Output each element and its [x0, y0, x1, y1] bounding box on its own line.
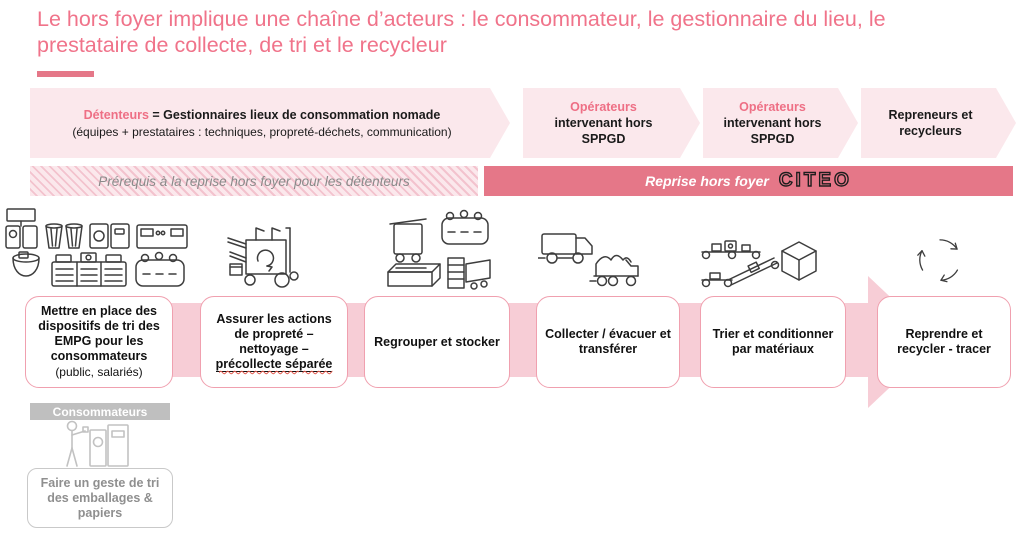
sorting-conveyor-icon	[698, 234, 818, 292]
step-box-proprete-precollecte: Assurer les actions de propreté – nettoy…	[200, 296, 348, 388]
collection-trucks-icon	[538, 222, 644, 292]
title-accent-rule	[37, 71, 94, 77]
consumer-sorting-icon	[56, 418, 132, 470]
banner-detenteurs: Détenteurs = Gestionnaires lieux de cons…	[30, 88, 510, 158]
banner-operateurs-1-highlight: Opérateurs	[570, 100, 637, 114]
page-title: Le hors foyer implique une chaîne d’acte…	[37, 7, 886, 57]
step-box-trier-conditionner: Trier et conditionner par matériaux	[700, 296, 846, 388]
step-1-sublabel: (public, salariés)	[55, 365, 143, 379]
step-4-label: Collecter / évacuer et transférer	[545, 327, 671, 356]
step-6-label: Reprendre et recycler - tracer	[897, 327, 991, 356]
banner-repreneurs: Repreneurs et recycleurs	[861, 88, 1016, 158]
step-2-text: Assurer les actions de propreté – nettoy…	[216, 312, 332, 356]
banner-operateurs-1: Opérateurs intervenant hors SPPGD	[523, 88, 700, 158]
prerequis-phase-bar: Prérequis à la reprise hors foyer pour l…	[30, 166, 478, 196]
step-1-label: Mettre en place des dispositifs de tri d…	[38, 304, 160, 363]
step-box-collecter-transferer: Collecter / évacuer et transférer	[536, 296, 680, 388]
citeo-logo: CITEO	[778, 169, 852, 191]
recycle-loop-icon	[912, 232, 968, 288]
banner-operateurs-1-label: intervenant hors SPPGD	[554, 116, 653, 146]
step-2-underlined-text: précollecte séparée	[215, 357, 333, 372]
storage-containers-icon	[382, 206, 494, 292]
step-5-label: Trier et conditionner par matériaux	[712, 327, 834, 356]
reprise-phase-bar: Reprise hors foyer CITEO	[484, 166, 1013, 196]
banner-operateurs-2-highlight: Opérateurs	[739, 100, 806, 114]
consumer-badge: Consommateurs	[30, 403, 170, 420]
consumer-action-box: Faire un geste de tri des emballages & p…	[27, 468, 173, 528]
step-box-reprendre-recycler: Reprendre et recycler - tracer	[877, 296, 1011, 388]
step-3-label: Regrouper et stocker	[374, 334, 500, 349]
cleaning-cart-icon	[222, 214, 314, 292]
banner-repreneurs-label: Repreneurs et recycleurs	[888, 108, 973, 138]
banner-detenteurs-highlight: Détenteurs	[83, 107, 149, 122]
banner-operateurs-2-label: intervenant hors SPPGD	[723, 116, 822, 146]
banner-operateurs-2: Opérateurs intervenant hors SPPGD	[703, 88, 858, 158]
step-box-dispositifs-tri: Mettre en place des dispositifs de tri d…	[25, 296, 173, 388]
banner-detenteurs-rest: = Gestionnaires lieux de consommation no…	[148, 107, 441, 122]
banner-detenteurs-title: Détenteurs = Gestionnaires lieux de cons…	[84, 107, 441, 123]
step-box-regrouper-stocker: Regrouper et stocker	[364, 296, 510, 388]
step-2-label: Assurer les actions de propreté – nettoy…	[209, 312, 339, 372]
reprise-phase-label: Reprise hors foyer	[645, 173, 769, 189]
waste-sorting-bins-icon	[4, 206, 189, 290]
banner-detenteurs-subtitle: (équipes + prestataires : techniques, pr…	[72, 124, 452, 139]
